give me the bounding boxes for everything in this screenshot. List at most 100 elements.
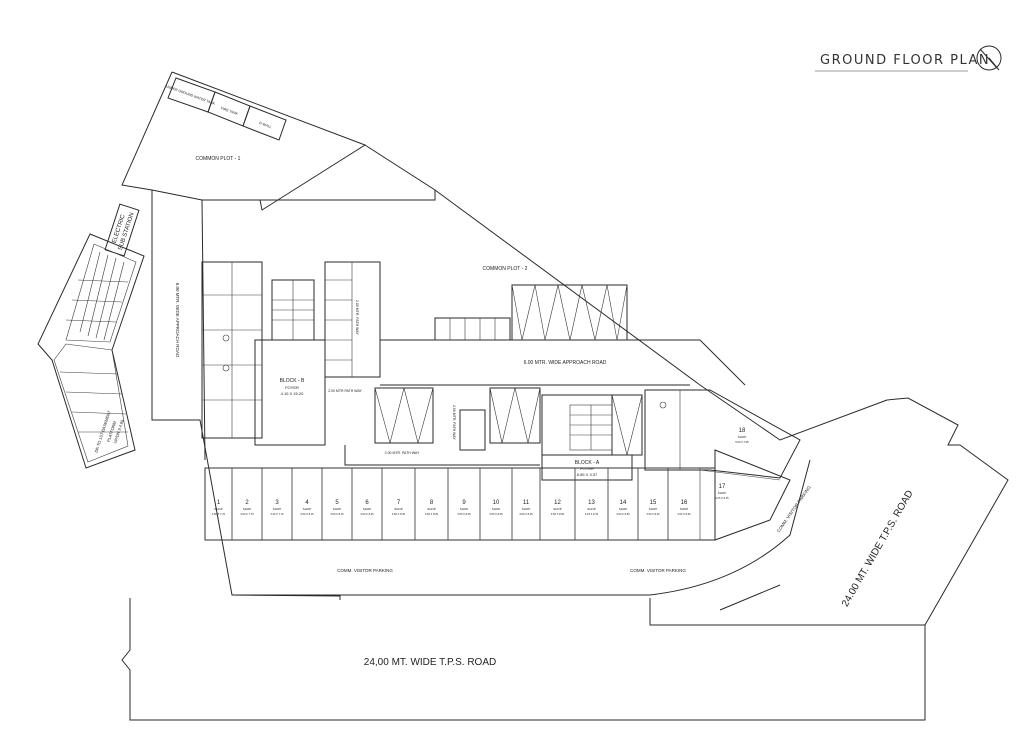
shop-size: 3.50 X 8.20 bbox=[677, 512, 691, 516]
shop-number: 3 bbox=[275, 500, 279, 506]
shop-word: SHOP bbox=[619, 507, 628, 511]
electric-sub-station: ELECTRIC SUB STATION bbox=[104, 203, 140, 257]
shop-word: SHOP bbox=[522, 507, 531, 511]
shop-number: 10 bbox=[493, 500, 500, 506]
shop-number: 7 bbox=[397, 500, 401, 506]
shop-number: 4 bbox=[305, 500, 309, 506]
svg-text:FOYER: FOYER bbox=[285, 385, 299, 390]
shop-number: 11 bbox=[523, 500, 530, 506]
left-approach-road-label: 6.00 MTR. WIDE APPROACH ROAD bbox=[175, 283, 180, 358]
shop-number: 1 bbox=[217, 500, 221, 506]
shop-word: SHOP bbox=[718, 491, 727, 495]
shop-number: 14 bbox=[620, 500, 627, 506]
shop-number: 15 bbox=[650, 500, 657, 506]
svg-text:FIRE TANK: FIRE TANK bbox=[220, 106, 239, 116]
left-parking-label: COMM. VISITOR PARKING bbox=[337, 568, 393, 573]
common-plot-2-label: COMMON PLOT - 2 bbox=[483, 266, 528, 272]
basement-ramp: DN TO 1ST BASEMENT PLATFORM UP/DN 9.4.80 bbox=[37, 233, 145, 469]
bottom-road-edge bbox=[121, 598, 926, 721]
svg-text:4.15 X 15.20: 4.15 X 15.20 bbox=[281, 391, 304, 396]
shop-17-18 bbox=[699, 449, 791, 541]
shop-number: 9 bbox=[462, 500, 466, 506]
shop-number: 6 bbox=[365, 500, 369, 506]
shop-word: SHOP bbox=[492, 507, 501, 511]
shop-word: SHOP bbox=[460, 507, 469, 511]
shop-word: SHOP bbox=[394, 507, 403, 511]
shop-number: 5 bbox=[335, 500, 339, 506]
shop-word: SHOP bbox=[553, 507, 562, 511]
shop-number: 13 bbox=[588, 500, 595, 506]
svg-text:D-WALL: D-WALL bbox=[258, 121, 272, 129]
right-lobby bbox=[644, 389, 801, 479]
shop-size: 3.50 X 8.20 bbox=[646, 512, 660, 516]
bottom-road-label: 24,00 MT. WIDE T.P.S. ROAD bbox=[364, 657, 496, 668]
right-parking-label: COMM. VISITOR PARKING bbox=[630, 568, 686, 573]
fire-tank: FIRE TANK bbox=[207, 91, 251, 127]
shop-word: SHOP bbox=[363, 507, 372, 511]
parking-bays-mid: 2.00 MTR. PATH WAY bbox=[374, 387, 643, 456]
parking-bays-top bbox=[434, 284, 628, 341]
shop-word: SHOP bbox=[303, 507, 312, 511]
shop-size: 3.50 X 7.70 bbox=[212, 512, 226, 516]
shop-size: 3.50 X 8.25 bbox=[457, 512, 471, 516]
shop-size: 3.50 X 8.25 bbox=[360, 512, 374, 516]
shop-word: SHOP bbox=[214, 507, 223, 511]
parking-strip-1: 2.00 MTR. PATH WAY bbox=[324, 261, 381, 378]
shop-size: 3.50 X 8.60 bbox=[551, 512, 565, 516]
site-boundary-main bbox=[151, 190, 341, 600]
shop-size: 3.50 X 8.25 bbox=[519, 512, 533, 516]
svg-text:8.85 X 3.37: 8.85 X 3.37 bbox=[577, 472, 598, 477]
shop-word: SHOP bbox=[649, 507, 658, 511]
svg-text:UNDER GROUND WATER TANK: UNDER GROUND WATER TANK bbox=[165, 84, 216, 106]
shop-number: 8 bbox=[430, 500, 434, 506]
shop-size: 3.50 X 8.25 bbox=[392, 512, 406, 516]
shop-size: 3.50 X 8.15 bbox=[300, 512, 314, 516]
shop-size: 3.50 X 7.70 bbox=[240, 512, 254, 516]
block-a: BLOCK - A FOYER 8.85 X 3.37 bbox=[541, 394, 633, 481]
ug-water-tank: UNDER GROUND WATER TANK bbox=[165, 77, 216, 113]
d-wall: D-WALL bbox=[242, 105, 287, 141]
shop-size: 5.00 X 7.05 bbox=[735, 440, 749, 444]
shop-word: SHOP bbox=[427, 507, 436, 511]
shop-number: 18 bbox=[739, 428, 746, 434]
shop-word: SHOP bbox=[738, 435, 747, 439]
shop-word: SHOP bbox=[243, 507, 252, 511]
block-b-name: BLOCK - B bbox=[280, 378, 305, 384]
block-b: BLOCK - B FOYER 4.15 X 15.20 bbox=[201, 261, 326, 446]
shop-number: 16 bbox=[681, 500, 688, 506]
shop-word: SHOP bbox=[680, 507, 689, 511]
site-boundary bbox=[121, 71, 367, 211]
common-plot-1-label: COMMON PLOT - 1 bbox=[196, 156, 241, 162]
svg-text:2.00 MTR. PATH WAY: 2.00 MTR. PATH WAY bbox=[355, 300, 359, 335]
shop-size: 3.50 X 8.60 bbox=[616, 512, 630, 516]
shop-word: SHOP bbox=[333, 507, 342, 511]
block-a-name: BLOCK - A bbox=[575, 460, 600, 466]
shop-size: 4.15 X 6.15 bbox=[585, 512, 599, 516]
parking-edge-curve bbox=[232, 459, 811, 596]
shop-number: 17 bbox=[719, 484, 726, 490]
shop-size: 3.50 X 8.25 bbox=[489, 512, 503, 516]
wheelchair-icon bbox=[659, 401, 667, 409]
shop-size: 4.25 X 8.15 bbox=[715, 496, 729, 500]
shop-word: SHOP bbox=[273, 507, 282, 511]
right-road-edge bbox=[886, 397, 1009, 626]
plan-title: GROUND FLOOR PLAN bbox=[820, 53, 990, 68]
shop-size: 3.20 X 7.70 bbox=[270, 512, 284, 516]
shop-number: 2 bbox=[245, 500, 249, 506]
